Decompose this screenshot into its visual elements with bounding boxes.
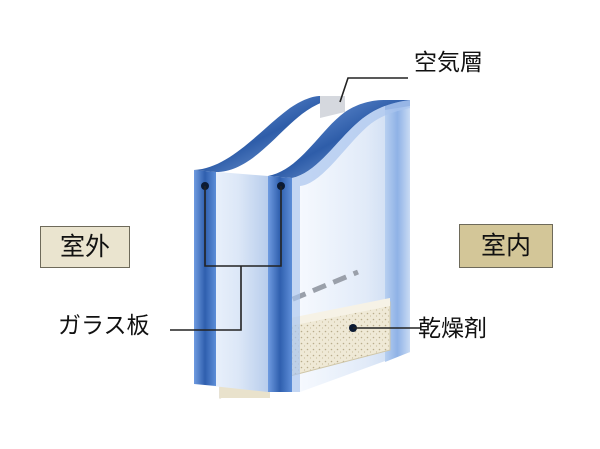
indoor-tag: 室内: [459, 224, 553, 268]
leader-lines: [170, 77, 420, 331]
desiccant-label: 乾燥剤: [418, 316, 487, 342]
middle-glass-pane: [268, 100, 410, 392]
outdoor-tag: 室外: [40, 226, 130, 268]
air-layer-label: 空気層: [414, 50, 483, 76]
glass-pane-label: ガラス板: [58, 313, 150, 339]
air-layer-dashline: [251, 269, 359, 319]
outer-glass-pane: [194, 96, 345, 392]
